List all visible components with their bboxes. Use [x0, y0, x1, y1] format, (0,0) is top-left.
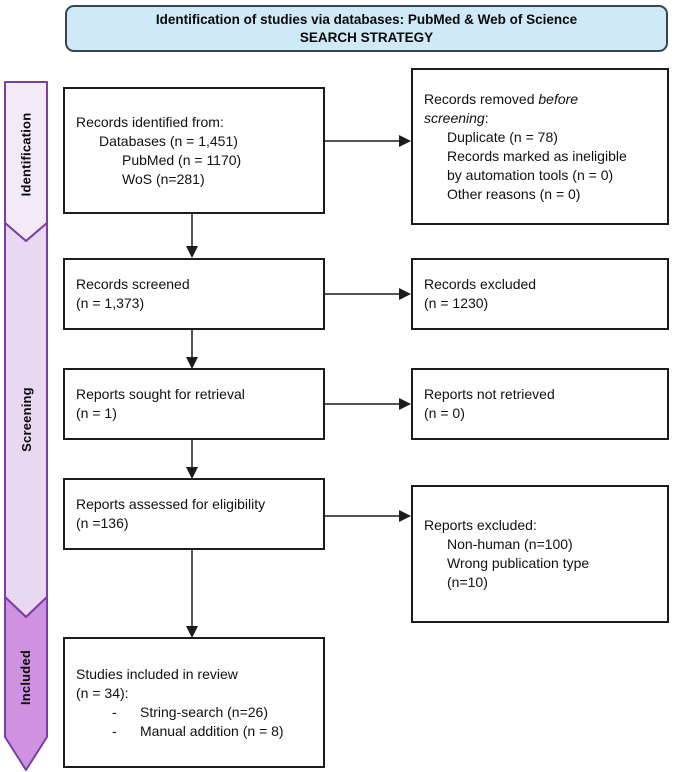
reports-excluded-item2a: Wrong publication type [447, 555, 590, 571]
records-identified-line2: Databases (n = 1,451) [99, 132, 238, 149]
reports-excluded-item1: Non-human (n=100) [447, 536, 573, 552]
bullet1-dash: - [112, 703, 117, 720]
arrow-screened-to-sought [186, 330, 198, 369]
box-reports-assessed: Reports assessed for eligibility (n =136… [63, 478, 325, 550]
bullet2-dash: - [112, 722, 117, 739]
records-removed-line1-pre: Records removed [424, 90, 539, 107]
records-excluded-line1: Records excluded [424, 276, 537, 292]
bullet2-text: Manual addition (n = 8) [140, 722, 284, 739]
studies-included-line1: Studies included in review [76, 665, 238, 682]
records-excluded-line2: (n = 1230) [424, 295, 489, 311]
records-identified-line4: WoS (n=281) [122, 170, 205, 187]
box-records-excluded: Records excluded (n = 1230) [411, 258, 669, 330]
stage-label-identification-wrap: Identification [5, 82, 47, 227]
stage-label-included: Included [18, 649, 34, 705]
reports-assessed-line2: (n =136) [76, 515, 129, 531]
arrow-assessed-to-included [186, 550, 198, 638]
reports-excluded-item2b: (n=10) [447, 574, 488, 590]
records-screened-line2: (n = 1,373) [76, 295, 145, 311]
records-removed-line1: Records removed before [424, 90, 661, 109]
records-screened-line1: Records screened [76, 276, 190, 292]
reports-not-retrieved-line1: Reports not retrieved [424, 386, 555, 402]
records-removed-item2b: by automation tools (n = 0) [447, 166, 614, 183]
stage-label-screening-wrap: Screening [5, 241, 47, 597]
records-removed-item1: Duplicate (n = 78) [447, 128, 558, 145]
records-removed-line2-italic: screening [424, 109, 485, 126]
stage-label-identification: Identification [18, 112, 34, 197]
records-removed-item2a: Records marked as ineligible [447, 147, 627, 164]
stage-label-included-wrap: Included [5, 617, 47, 737]
box-reports-excluded: Reports excluded: Non-human (n=100) Wron… [411, 485, 669, 623]
arrow-assessed-to-reports-excluded [325, 510, 411, 522]
stage-label-screening: Screening [18, 386, 34, 452]
header-title-line2: SEARCH STRATEGY [299, 29, 434, 45]
studies-included-line2: (n = 34): [76, 684, 129, 701]
records-identified-line3: PubMed (n = 1170) [122, 151, 242, 168]
bullet1-text: String-search (n=26) [140, 703, 269, 720]
reports-not-retrieved-line2: (n = 0) [424, 405, 465, 421]
records-removed-item3: Other reasons (n = 0) [447, 185, 581, 202]
studies-included-bullet1: - String-search (n=26) [76, 703, 317, 722]
records-removed-line2: screening: [424, 109, 661, 128]
arrow-identified-to-removed [325, 135, 411, 147]
arrow-identified-to-screened [186, 214, 198, 258]
box-reports-sought: Reports sought for retrieval (n = 1) [63, 368, 325, 440]
studies-included-bullet2: - Manual addition (n = 8) [76, 722, 317, 741]
records-removed-line1-italic: before [538, 90, 579, 107]
box-studies-included: Studies included in review (n = 34): - S… [63, 637, 325, 768]
box-records-screened: Records screened (n = 1,373) [63, 258, 325, 330]
reports-sought-line1: Reports sought for retrieval [76, 386, 245, 402]
reports-assessed-line1: Reports assessed for eligibility [76, 496, 266, 512]
box-reports-not-retrieved: Reports not retrieved (n = 0) [411, 368, 669, 440]
reports-excluded-line1: Reports excluded: [424, 517, 537, 533]
arrow-screened-to-excluded [325, 288, 411, 300]
header-banner: Identification of studies via databases:… [65, 5, 668, 52]
included-stage-ribbon [4, 596, 48, 771]
arrow-sought-to-not-retrieved [325, 398, 411, 410]
records-identified-line1: Records identified from: [76, 113, 224, 130]
records-removed-line2-post: : [484, 109, 489, 126]
arrow-sought-to-assessed [186, 440, 198, 479]
box-records-removed: Records removed before screening: Duplic… [411, 68, 669, 225]
header-title-line1: Identification of studies via databases:… [155, 11, 578, 27]
reports-sought-line2: (n = 1) [76, 405, 117, 421]
box-records-identified: Records identified from: Databases (n = … [63, 87, 325, 214]
